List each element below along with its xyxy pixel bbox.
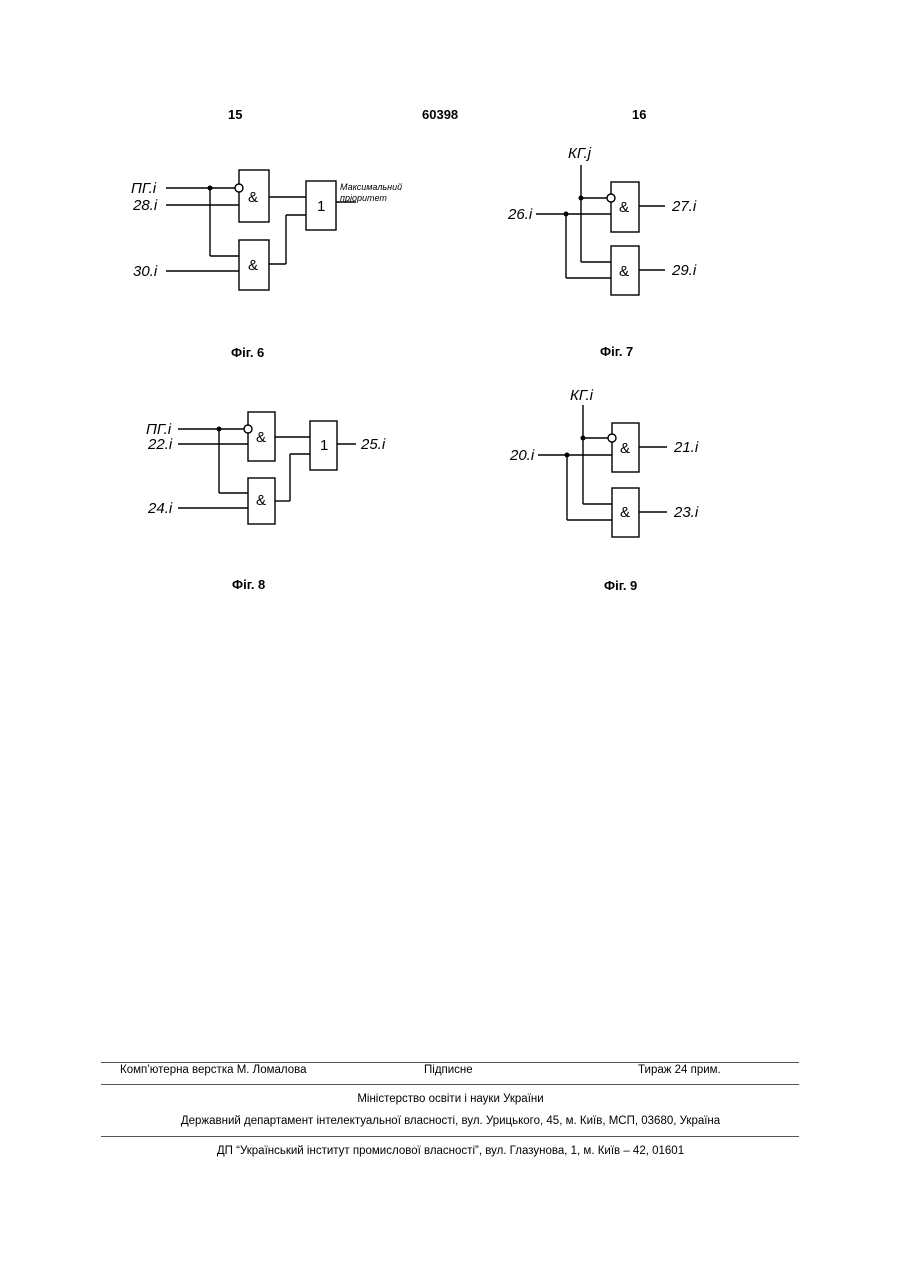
footer-circulation: Тираж 24 прим.: [638, 1064, 721, 1076]
fig9-and-gate-1: &: [620, 440, 630, 457]
fig8-and-gate-2: &: [256, 492, 266, 509]
footer-signed: Підписне: [424, 1064, 473, 1076]
fig7-and-gate-2: &: [619, 263, 629, 280]
fig6-or-gate: 1: [317, 198, 325, 215]
footer-rule-bottom: [101, 1136, 799, 1137]
figure-6-diagram: ПГ.і 28.і 30.і & & 1 Максимальний пріори…: [120, 160, 420, 310]
fig9-input-20: 20.і: [509, 447, 535, 464]
fig6-input-30: 30.і: [133, 263, 158, 280]
right-page-number: 16: [632, 107, 646, 122]
fig6-output-label-1: Максимальний: [340, 182, 402, 192]
fig8-input-22: 22.і: [147, 436, 173, 453]
figure-9-diagram: КГ.і 20.і & & 21.і 23.і: [500, 380, 720, 550]
fig6-input-pg: ПГ.і: [131, 180, 157, 197]
figure-7-diagram: КГ.j 26.і & & 27.і 29.і: [500, 140, 720, 310]
fig7-output-27: 27.і: [671, 198, 697, 215]
footer-typesetting: Комп’ютерна верстка М. Ломалова: [120, 1064, 307, 1076]
fig7-input-kg: КГ.j: [568, 145, 592, 162]
fig6-and-gate-1: &: [248, 189, 258, 206]
fig8-and-gate-1: &: [256, 429, 266, 446]
fig8-input-24: 24.і: [147, 500, 173, 517]
fig7-and-gate-1: &: [619, 199, 629, 216]
fig8-or-gate: 1: [320, 437, 328, 454]
fig7-input-26: 26.і: [507, 206, 533, 223]
fig6-input-28: 28.і: [132, 197, 158, 214]
fig9-caption: Фіг. 9: [604, 578, 637, 593]
fig8-caption: Фіг. 8: [232, 577, 265, 592]
fig7-output-29: 29.і: [671, 262, 697, 279]
fig6-and-gate-2: &: [248, 257, 258, 274]
left-page-number: 15: [228, 107, 242, 122]
fig7-caption: Фіг. 7: [600, 344, 633, 359]
fig8-output-25: 25.і: [360, 436, 386, 453]
footer-department: Державний департамент інтелектуальної вл…: [0, 1115, 901, 1127]
patent-number: 60398: [422, 107, 458, 122]
fig9-input-kg: КГ.і: [570, 387, 594, 404]
fig6-output-label-2: пріоритет: [340, 193, 387, 203]
fig6-caption: Фіг. 6: [231, 345, 264, 360]
fig9-and-gate-2: &: [620, 504, 630, 521]
footer-rule-top: [101, 1062, 799, 1063]
footer-institute: ДП “Український інститут промислової вла…: [0, 1145, 901, 1157]
fig9-output-21: 21.і: [673, 439, 699, 456]
footer-rule-middle: [101, 1084, 799, 1085]
footer-ministry: Міністерство освіти і науки України: [0, 1093, 901, 1105]
figure-8-diagram: ПГ.і 22.і 24.і & & 1 25.і: [140, 400, 400, 540]
fig9-output-23: 23.і: [673, 504, 699, 521]
